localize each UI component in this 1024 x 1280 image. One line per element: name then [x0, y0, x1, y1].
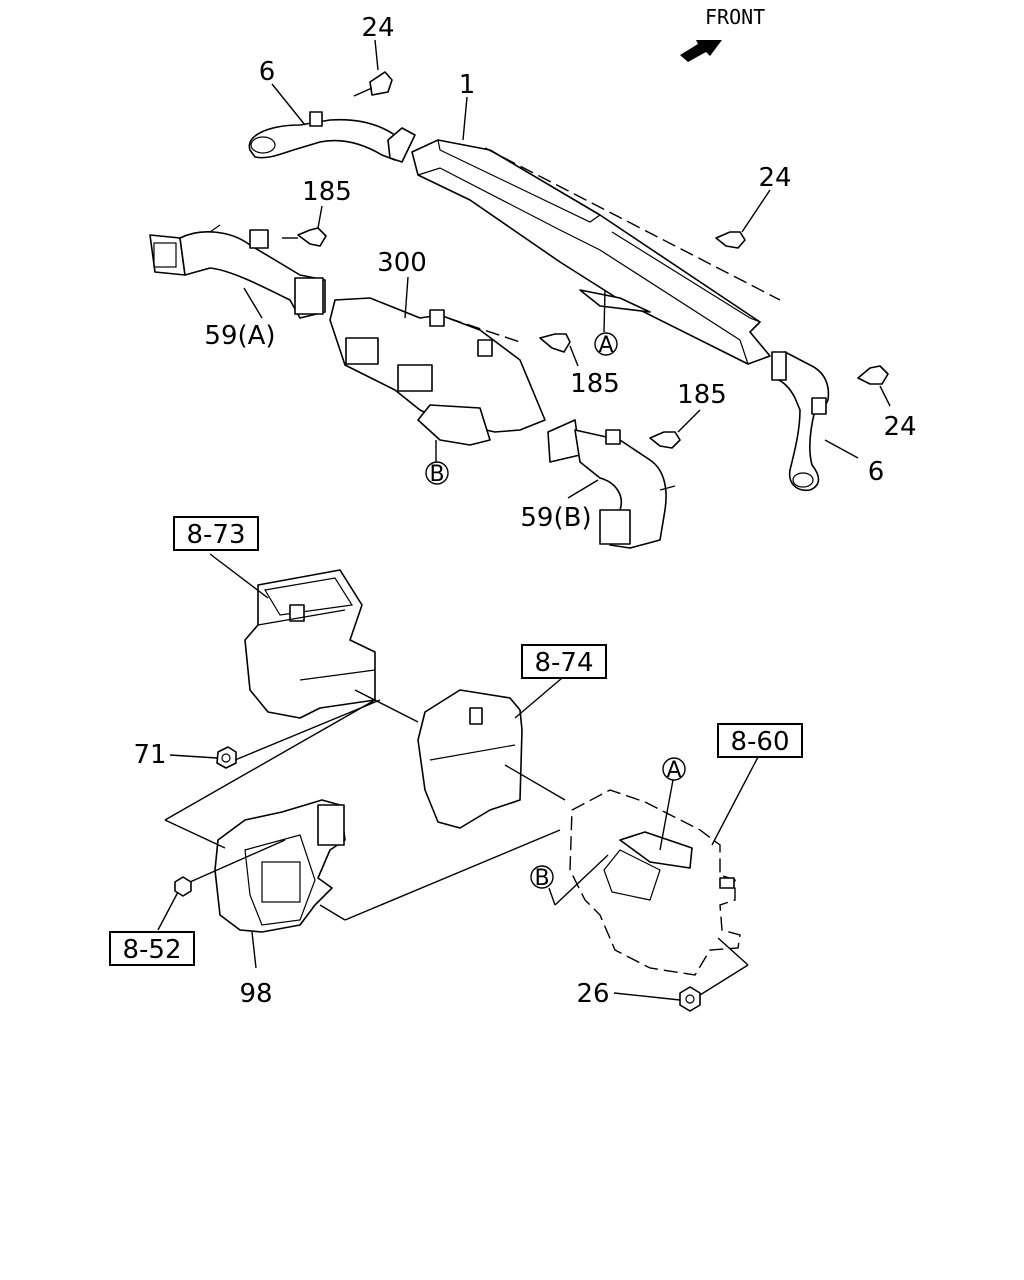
marker-a-upper: A [594, 332, 618, 358]
assembly-lines [164, 689, 749, 996]
front-label: FRONT [705, 5, 765, 29]
duct-part-59b [547, 419, 676, 549]
ref-8-73-label: 8-73 [186, 520, 245, 550]
screw-185-low [649, 431, 681, 449]
screw-185-mid [539, 333, 571, 353]
nut-26 [679, 986, 701, 1012]
callout-71: 71 [133, 740, 166, 770]
callout-185-mid: 185 [570, 369, 620, 399]
callout-59b: 59(B) [520, 503, 591, 533]
callout-6-left: 6 [259, 57, 276, 87]
callout-24-lower: 24 [883, 412, 916, 442]
callout-24-right: 24 [758, 163, 791, 193]
callout-98: 98 [239, 979, 272, 1009]
motor-part-98 [214, 799, 346, 933]
unit-8-74 [417, 689, 523, 829]
callout-6-right: 6 [868, 457, 885, 487]
ref-8-52-label: 8-52 [122, 935, 181, 965]
callout-26: 26 [576, 979, 609, 1009]
screw-24-top [353, 71, 393, 97]
ref-box-8-73[interactable]: 8-73 [173, 516, 259, 551]
marker-b-upper: B [425, 461, 449, 487]
callout-185-low: 185 [677, 380, 727, 410]
callout-300: 300 [377, 248, 427, 278]
hose-part-6-right [771, 351, 830, 492]
front-indicator: FRONT [680, 5, 765, 62]
marker-b-lower-label: B [534, 866, 549, 891]
callout-185-top: 185 [302, 177, 352, 207]
screw-8-52 [174, 876, 192, 897]
duct-part-59a [149, 224, 326, 319]
callout-59a: 59(A) [204, 321, 275, 351]
blower-8-73 [244, 569, 376, 719]
marker-b-upper-label: B [429, 462, 444, 487]
duct-part-1 [411, 139, 781, 365]
screw-24-right [715, 231, 746, 249]
hose-part-6-left [248, 111, 416, 163]
duct-part-300 [329, 297, 546, 446]
ref-box-8-74[interactable]: 8-74 [521, 644, 607, 679]
hose-clip [309, 111, 323, 127]
callout-labels: 24 6 1 24 185 300 59(A) 185 185 24 6 59(… [133, 13, 916, 1009]
leader-lines [157, 39, 891, 1001]
marker-a-lower: A [662, 757, 686, 783]
marker-a-upper-label: A [598, 333, 613, 358]
callout-1: 1 [459, 70, 476, 100]
screw-185-top [282, 227, 327, 247]
marker-b-lower: B [530, 865, 554, 891]
front-arrow-icon [680, 40, 722, 62]
ref-8-74-label: 8-74 [534, 648, 593, 678]
screw-24-lower [857, 365, 889, 385]
callout-24-top: 24 [361, 13, 394, 43]
heater-8-60 [569, 789, 741, 976]
ref-box-8-60[interactable]: 8-60 [717, 723, 803, 758]
ref-box-8-52[interactable]: 8-52 [109, 931, 195, 966]
nut-71 [216, 746, 237, 769]
ref-8-60-label: 8-60 [730, 727, 789, 757]
marker-a-lower-label: A [666, 758, 681, 783]
